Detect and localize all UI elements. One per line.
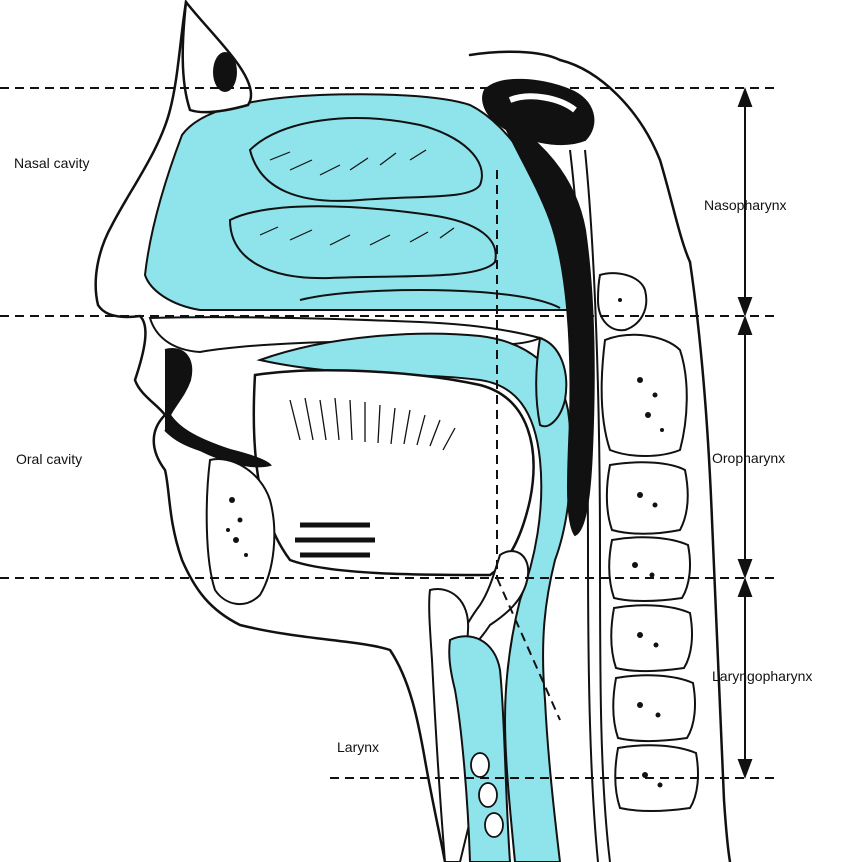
spinal-canal [569, 149, 611, 862]
cervical-vertebrae [596, 272, 699, 812]
trachea-airway [448, 635, 512, 862]
lips [164, 348, 272, 468]
mandible [205, 458, 276, 605]
label-nasopharynx: Nasopharynx [704, 197, 787, 213]
label-laryngopharynx: Laryngopharynx [712, 668, 813, 684]
frontal-bone [181, 0, 253, 114]
frontal-sinus [213, 52, 237, 92]
label-nasal-cavity: Nasal cavity [14, 155, 90, 171]
label-oropharynx: Oropharynx [712, 450, 786, 466]
tracheal-rings [470, 752, 504, 838]
soft-palate [535, 336, 568, 428]
region-arrows [737, 87, 753, 779]
vertebra-marrow [618, 298, 664, 788]
head-outline [94, 0, 732, 862]
mandible-marrow [226, 497, 248, 557]
region-dividers [0, 87, 776, 779]
nasal-hatching [259, 149, 455, 246]
pharyngeal-wall [497, 112, 595, 537]
tongue-muscle-lines [289, 397, 456, 558]
laryngeal-inlet-line [496, 577, 561, 721]
label-larynx: Larynx [337, 739, 380, 755]
tongue [252, 369, 535, 577]
label-oral-cavity: Oral cavity [16, 451, 83, 467]
